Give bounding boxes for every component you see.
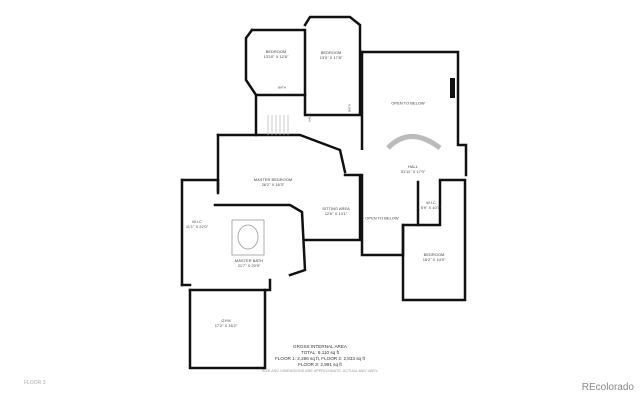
area-total: TOTAL: 8,110 sq ft [300, 350, 340, 355]
room-label-open-to-below: OPEN TO BELOW [391, 101, 424, 106]
room-name: GYM [221, 318, 231, 323]
area-floor-3: FLOOR 3: 2,991 sq ft [298, 362, 342, 367]
room-label-open-to-below-2: OPEN TO BELOW [365, 216, 398, 221]
room-dimensions: 12'6" x 14'1" [324, 211, 348, 216]
room-dimensions: 17'2" x 16'2" [214, 323, 238, 328]
room-name: BEDROOM [265, 49, 287, 54]
room-dimensions: 21'7" x 20'9" [237, 263, 261, 268]
room-name: W.I.C [426, 200, 436, 205]
disclaimer: SIZE AND DIMENSIONS ARE APPROXIMATE, ACT… [261, 369, 379, 373]
room-dimensions: 5'9" x 10'1" [420, 205, 442, 210]
room-name: BATH [347, 104, 352, 112]
room-name: BATH [278, 85, 286, 90]
room-name: W.I.C [192, 219, 202, 224]
room-label-hall-2: HALL [308, 114, 313, 122]
room-dimensions: 31'11" x 17'0" [400, 169, 426, 174]
room-label-bath-1: BATH [278, 86, 286, 91]
room-dimensions: 26'2" x 16'3" [261, 182, 285, 187]
room-label-wic-right: W.I.C5'9" x 10'1" [421, 200, 441, 210]
room-dimensions: 11'1" x 22'0" [185, 224, 209, 229]
room-dimensions: 15'2" x 14'9" [422, 257, 446, 262]
room-name: BEDROOM [423, 252, 445, 257]
room-dimensions: 13'10" x 12'6" [263, 54, 289, 59]
brand-watermark: REcolorado [581, 382, 634, 393]
area-summary: GROSS INTERNAL AREA TOTAL: 8,110 sq ft F… [262, 344, 378, 374]
room-label-bath-2: BATH [348, 104, 353, 112]
room-dimensions: 13'0" x 17'8" [319, 55, 343, 60]
room-name: OPEN TO BELOW [391, 100, 425, 106]
room-name: HALL [407, 164, 419, 169]
room-label-wic-left: W.I.C11'1" x 22'0" [186, 219, 208, 229]
room-name: OPEN TO BELOW [365, 215, 399, 221]
area-floors-1-2: FLOOR 1: 2,286 sq ft, FLOOR 2: 2,833 sq … [275, 356, 365, 361]
room-name: MASTER BEDROOM [253, 177, 293, 182]
room-name: HALL [307, 114, 312, 122]
room-name: SITTING AREA [322, 206, 350, 211]
floor-label: FLOOR 3 [24, 380, 46, 386]
room-name: BEDROOM [320, 50, 342, 55]
area-title: GROSS INTERNAL AREA [293, 344, 347, 349]
room-name: MASTER BATH [234, 258, 264, 263]
